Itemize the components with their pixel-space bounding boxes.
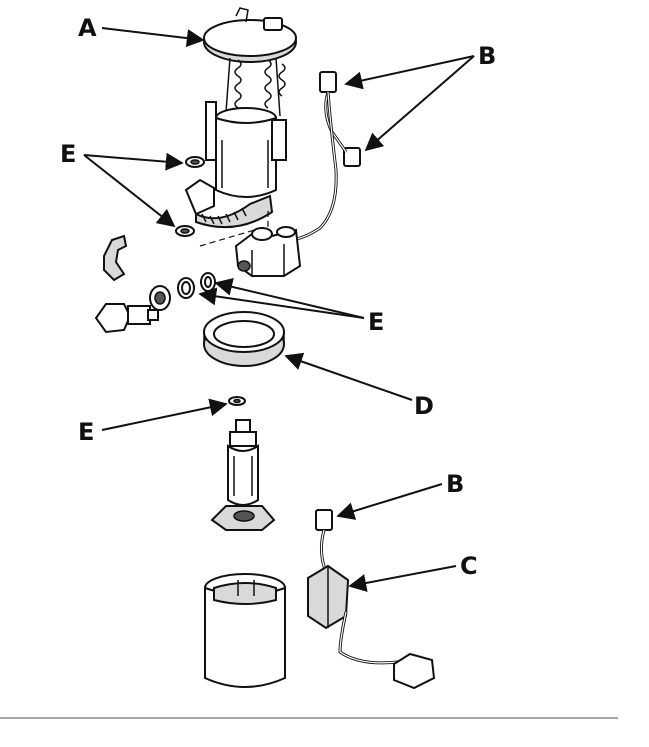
leader-d xyxy=(284,352,413,401)
base-gasket-ring xyxy=(203,311,285,367)
fuel-fitting-block xyxy=(234,226,302,277)
o-ring-fitting-3 xyxy=(200,272,216,292)
o-ring-fitting-1 xyxy=(149,285,171,311)
leader-c xyxy=(348,565,457,592)
upper-connector-harness xyxy=(287,71,361,242)
fuel-pump-motor xyxy=(210,419,276,531)
callout-c: C xyxy=(460,552,478,580)
lower-connector xyxy=(315,509,333,531)
leader-e2 xyxy=(83,154,176,228)
callout-e-lower: E xyxy=(78,418,94,446)
o-ring-fitting-2 xyxy=(177,277,195,299)
callout-e-middle: E xyxy=(368,308,384,336)
fuel-fitting-bolt xyxy=(94,303,159,334)
leader-lines xyxy=(83,27,475,592)
callout-a: A xyxy=(78,14,97,42)
fuel-filter-canister xyxy=(204,573,286,688)
leader-e5 xyxy=(101,398,228,431)
leader-b1 xyxy=(344,55,475,90)
leader-e4 xyxy=(214,277,365,319)
retaining-clip xyxy=(103,234,128,282)
leader-b2 xyxy=(364,55,475,152)
fuel-gauge-sending-unit xyxy=(307,529,436,690)
o-ring-upper-1 xyxy=(185,156,205,168)
o-ring-lower xyxy=(228,396,246,406)
callout-b-upper: B xyxy=(478,42,496,70)
fuel-pump-assembly xyxy=(184,7,297,229)
leader-e1 xyxy=(83,152,184,171)
alignment-line xyxy=(199,208,269,247)
leader-e3 xyxy=(198,287,365,319)
leader-a xyxy=(101,27,205,48)
leader-b3 xyxy=(336,483,443,520)
callout-e-upper: E xyxy=(60,140,76,168)
callout-d: D xyxy=(414,392,434,420)
o-ring-upper-2 xyxy=(175,225,195,237)
callout-b-lower: B xyxy=(446,470,464,498)
